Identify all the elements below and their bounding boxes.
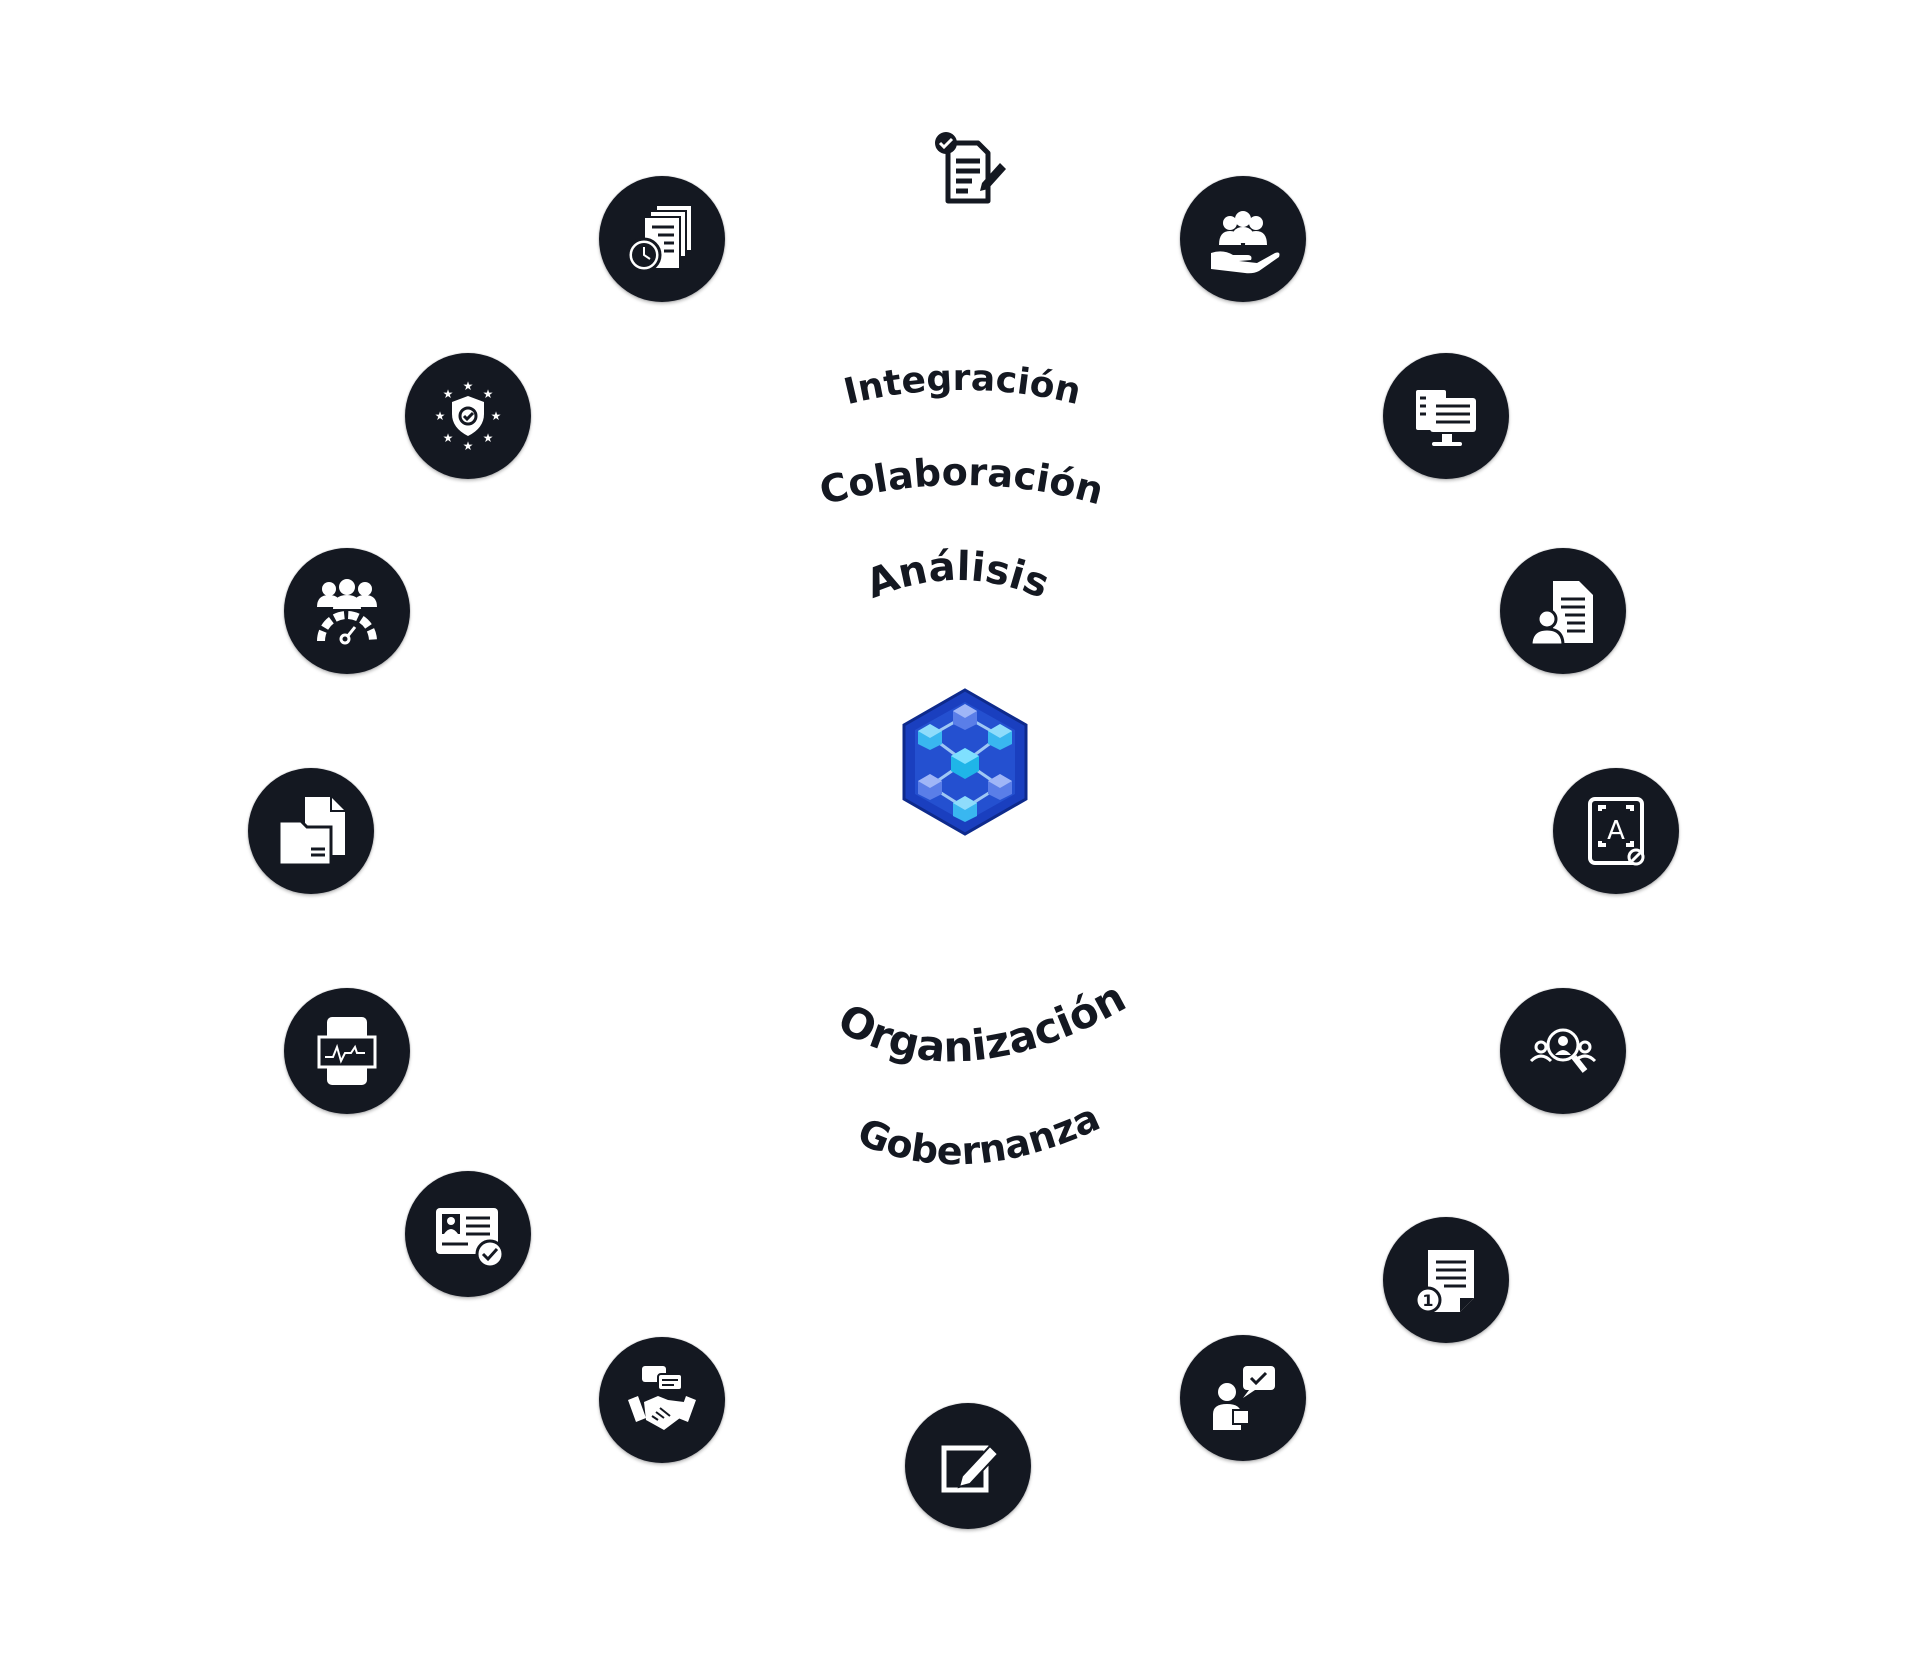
svg-text:★: ★ bbox=[483, 387, 494, 401]
keyword-gobernanza: Gobernanza bbox=[852, 1095, 1106, 1173]
svg-text:★: ★ bbox=[463, 379, 474, 393]
mobile-signature-icon[interactable] bbox=[284, 988, 410, 1114]
svg-text:★: ★ bbox=[443, 431, 454, 445]
svg-text:★: ★ bbox=[463, 439, 474, 453]
svg-text:A: A bbox=[1607, 816, 1625, 846]
team-care-hand-icon[interactable] bbox=[1180, 176, 1306, 302]
handshake-chat-icon[interactable] bbox=[599, 1337, 725, 1463]
blockchain-cube-logo bbox=[900, 688, 1030, 836]
keyword-integracion: Integración bbox=[840, 358, 1085, 413]
folder-file-icon[interactable] bbox=[248, 768, 374, 894]
svg-text:★: ★ bbox=[483, 431, 494, 445]
security-shield-stars-icon[interactable]: ★ ★ ★ ★ ★ ★ ★ ★ bbox=[405, 353, 531, 479]
keyword-analisis: Análisis bbox=[860, 544, 1055, 608]
ocr-text-recognition-icon[interactable]: A bbox=[1553, 768, 1679, 894]
user-document-icon[interactable] bbox=[1500, 548, 1626, 674]
edit-note-icon[interactable] bbox=[905, 1403, 1031, 1529]
team-performance-gauge-icon[interactable] bbox=[284, 548, 410, 674]
svg-text:★: ★ bbox=[435, 409, 446, 423]
user-search-icon[interactable] bbox=[1500, 988, 1626, 1114]
support-chat-approval-icon[interactable] bbox=[1180, 1335, 1306, 1461]
documents-clock-icon[interactable] bbox=[599, 176, 725, 302]
svg-text:★: ★ bbox=[491, 409, 502, 423]
document-checklist-edit-icon[interactable] bbox=[924, 125, 1014, 215]
svg-text:★: ★ bbox=[443, 387, 454, 401]
id-card-verified-icon[interactable] bbox=[405, 1171, 531, 1297]
svg-text:1: 1 bbox=[1422, 1291, 1433, 1310]
numbered-document-icon[interactable]: 1 bbox=[1383, 1217, 1509, 1343]
keyword-organizacion: Organización bbox=[830, 972, 1133, 1072]
keyword-colaboracion: Colaboración bbox=[815, 450, 1108, 513]
computer-document-icon[interactable] bbox=[1383, 353, 1509, 479]
